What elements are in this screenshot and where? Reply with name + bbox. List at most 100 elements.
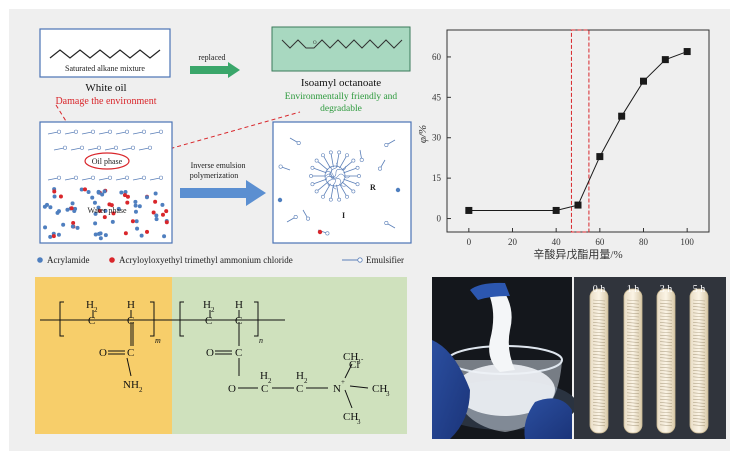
replaced-label: replaced [198,53,225,62]
svg-text:C: C [127,315,134,327]
y-axis-label: φ/% [417,125,429,143]
legend-acrylamide: Acrylamide [47,255,89,265]
emulsion-box-after: R I [272,121,412,244]
svg-text:n: n [259,336,263,345]
process-label-2: polymerization [190,171,238,180]
data-point [596,153,604,161]
white-oil-box: Saturated alkane mixture [39,28,171,78]
x-tick-label: 80 [639,237,649,247]
svg-text:2: 2 [304,377,308,385]
beaker-photo [432,277,577,439]
svg-text:3: 3 [357,418,361,426]
svg-text:CH: CH [372,383,387,395]
isoamyl-note-2: degradable [320,104,362,114]
label-I: I [342,211,345,220]
acrylamide-unit-bg [35,277,172,434]
x-tick-label: 40 [552,237,562,247]
data-point [618,112,626,120]
svg-text:H: H [296,370,304,382]
svg-text:+: + [341,378,345,386]
data-point [661,56,669,64]
oil-phase-highlight [84,152,130,170]
alkane-chain-icon [49,49,161,59]
y-tick-label: 45 [432,92,442,102]
highlight-region [570,29,590,233]
water-phase-label: Water phase [87,206,127,215]
svg-text:O: O [206,347,214,359]
svg-text:CH: CH [343,351,358,363]
tubes-photo: 0 h 1 h 3 h 5 h [574,277,726,439]
x-tick-label: 0 [467,237,472,247]
svg-text:C: C [261,383,268,395]
series-line [468,51,688,211]
svg-text:3: 3 [357,358,361,366]
svg-text:Cl: Cl [349,359,359,371]
data-point [574,201,582,209]
svg-text:H: H [260,370,268,382]
svg-text:O: O [313,41,317,46]
isoamyl-note-1: Environmentally friendly and [285,91,398,102]
svg-text:m: m [155,336,161,345]
glove-left-icon [432,340,470,439]
tube-time-label: 0 h [593,284,606,295]
emulsion-box-before: Oil phase Water phase [39,121,173,244]
data-point [465,206,473,214]
legend: Acrylamide Acryloyloxyethyl trimethyl am… [37,255,404,265]
monomer-dot-icon [109,257,115,263]
legend-monomer: Acryloyloxyethyl trimethyl ammonium chlo… [119,255,293,265]
white-oil-box-label: Saturated alkane mixture [65,64,145,73]
svg-text:H: H [127,299,135,311]
data-point [683,48,691,56]
isoamyl-box: O [271,26,411,72]
svg-text:H: H [203,299,211,311]
x-tick-label: 60 [595,237,605,247]
svg-text:2: 2 [94,306,98,314]
y-tick-label: 0 [437,214,442,224]
svg-text:H: H [86,299,94,311]
micelle-icon [309,150,361,202]
svg-text:C: C [127,347,134,359]
isoamyl-title: Isoamyl octanoate [301,77,381,89]
y-tick-label: 30 [432,133,442,143]
connector-dash-1 [55,104,91,161]
svg-text:N: N [333,383,341,395]
svg-text:2: 2 [139,386,143,394]
process-arrow-icon [180,180,266,206]
svg-text:C: C [235,315,242,327]
oil-phase-label: Oil phase [92,157,123,166]
ester-structure-icon [281,39,403,49]
replaced-arrow-icon [190,62,240,78]
white-oil-title: White oil [85,82,126,94]
data-point [552,206,560,214]
label-R: R [370,183,376,192]
svg-text:C: C [235,347,242,359]
legend-emulsifier: Emulsifier [366,255,404,265]
svg-text:2: 2 [268,377,272,385]
svg-text:C: C [88,315,95,327]
svg-text:CH: CH [343,411,358,423]
y-tick-label: 60 [432,52,442,62]
tube-time-label: 5 h [693,284,706,295]
svg-text:-: - [361,355,364,363]
svg-text:N: N [123,379,131,391]
svg-text:H: H [235,299,243,311]
data-point [640,77,647,85]
y-tick-label: 15 [432,173,442,183]
svg-text:H: H [131,379,139,391]
svg-text:3: 3 [386,390,390,398]
x-tick-label: 100 [680,237,694,247]
chart: 0 20 40 60 80 100 0 15 30 45 60 辛酸异戊酯用量/% φ/% [417,29,710,261]
tube-time-label: 1 h [627,284,640,295]
x-tick-label: 20 [508,237,518,247]
svg-text:C: C [205,315,212,327]
glove-right-icon [524,398,572,439]
svg-text:2: 2 [211,306,215,314]
monomer-unit-bg [172,277,407,434]
acrylamide-dot-icon [37,257,43,263]
svg-text:O: O [99,347,107,359]
x-axis-label: 辛酸异戊酯用量/% [533,247,622,261]
tube-time-label: 3 h [660,284,673,295]
process-label-1: Inverse emulsion [191,161,246,170]
